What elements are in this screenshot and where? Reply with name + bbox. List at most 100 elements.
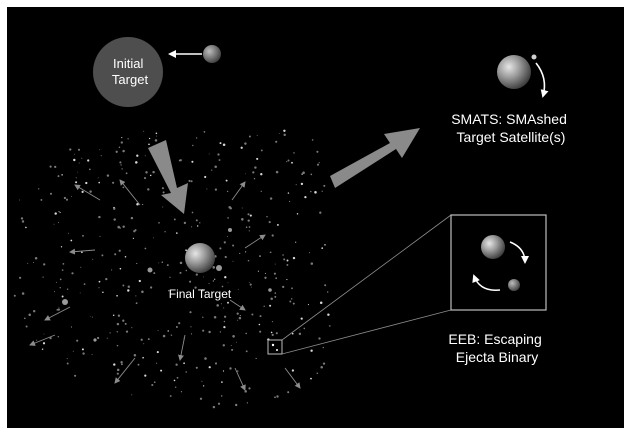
ejecta-particle [291, 287, 293, 290]
ejecta-particle [102, 291, 104, 294]
ejecta-particle [127, 138, 129, 140]
ejecta-particle [82, 234, 84, 237]
ejecta-streak-arrow [284, 367, 301, 389]
ejecta-particle [152, 170, 155, 174]
ejecta-particle [241, 207, 243, 209]
eeb-zoom-line-top [281, 214, 452, 341]
eeb-secondary [508, 279, 520, 291]
ejecta-particle [190, 180, 193, 183]
ejecta-particle [291, 332, 294, 335]
ejecta-particle [241, 218, 244, 221]
initial-target-label-line-1: Initial [113, 56, 143, 71]
ejecta-particle [72, 350, 74, 352]
smats-planet [497, 55, 531, 89]
ejecta-particle [137, 363, 140, 366]
eeb-label: EEB: Escaping Ejecta Binary [448, 331, 545, 365]
ejecta-particle [62, 262, 65, 265]
ejecta-particle [222, 344, 225, 347]
ejecta-particle [71, 272, 74, 275]
ejecta-particle [314, 191, 317, 194]
ejecta-particle [311, 139, 314, 141]
ejecta-particle [117, 314, 121, 317]
ejecta-particle [227, 282, 229, 284]
ejecta-particle [228, 206, 231, 209]
ejecta-particle [216, 304, 219, 307]
ejecta-particle [167, 330, 169, 332]
ejecta-particle [282, 254, 284, 256]
ejecta-particle [275, 332, 278, 335]
ejecta-particle [158, 221, 160, 224]
ejecta-particle [256, 135, 258, 136]
ejecta-particle [98, 181, 100, 184]
ejecta-particle [253, 178, 256, 180]
ejecta-particle [220, 395, 223, 397]
ejecta-particle [148, 137, 151, 140]
ejecta-particle [33, 310, 36, 313]
ejecta-particle [54, 212, 57, 215]
ejecta-particle [49, 165, 52, 168]
ejecta-particle [49, 336, 52, 340]
ejecta-particle [250, 286, 252, 288]
smats-label-line-1: SMATS: SMAshed [451, 111, 567, 127]
ejecta-particle [271, 333, 274, 337]
ejecta-particle [245, 173, 247, 175]
ejecta-particle [188, 179, 191, 182]
ejecta-particle [276, 395, 279, 398]
ejecta-particle [219, 247, 222, 250]
ejecta-particle [274, 396, 276, 399]
final-target-planet [185, 243, 215, 273]
ejecta-particle [162, 206, 164, 208]
ejecta-particle [90, 316, 92, 317]
ejecta-particle [224, 276, 227, 279]
ejecta-particle [120, 361, 123, 364]
ejecta-particle [85, 181, 88, 185]
ejecta-particle [155, 132, 158, 135]
ejecta-particle [218, 159, 221, 161]
final-target-moonlet [216, 265, 222, 271]
ejecta-particle [191, 160, 194, 163]
ejecta-particle [260, 190, 262, 192]
ejecta-particle [318, 337, 321, 340]
ejecta-particle [156, 362, 158, 364]
ejecta-particle [227, 217, 229, 219]
ejecta-particle [132, 237, 134, 239]
ejecta-particle [260, 173, 263, 176]
ejecta-particle [232, 335, 235, 338]
ejecta-particle [295, 184, 297, 186]
ejecta-particle [303, 327, 306, 330]
ejecta-particle [19, 199, 21, 201]
ejecta-particle [136, 202, 139, 206]
ejecta-particle [239, 314, 242, 317]
ejecta-particle [295, 241, 297, 243]
ejecta-particle [153, 381, 156, 384]
ejecta-particle [154, 139, 158, 142]
ejecta-particle [120, 164, 122, 166]
ejecta-particle [122, 284, 125, 287]
ejecta-particle [98, 280, 101, 283]
ejecta-particle [112, 314, 115, 317]
ejecta-particle [92, 258, 94, 260]
ejecta-particle [148, 143, 150, 146]
ejecta-particle [291, 161, 293, 164]
ejecta-particle [117, 225, 120, 229]
ejecta-particle [249, 283, 252, 286]
ejecta-particle [136, 154, 139, 157]
ejecta-particle [223, 325, 226, 329]
ejecta-particle [185, 269, 188, 272]
ejecta-particle [75, 177, 77, 179]
ejecta-particle [151, 383, 154, 387]
ejecta-particle [175, 326, 178, 328]
ejecta-streak-arrow [114, 357, 136, 384]
ejecta-particle [185, 249, 188, 252]
ejecta-particle [114, 253, 117, 256]
ejecta-streak-arrow [44, 306, 71, 321]
ejecta-particle [183, 362, 185, 365]
ejecta-particle [127, 289, 130, 292]
ejecta-particle [144, 247, 147, 250]
ejecta-particle [178, 322, 181, 325]
ejecta-particle [106, 174, 110, 177]
ejecta-particle [323, 184, 326, 187]
ejecta-particle [259, 255, 261, 258]
ejecta-particle [224, 255, 227, 259]
